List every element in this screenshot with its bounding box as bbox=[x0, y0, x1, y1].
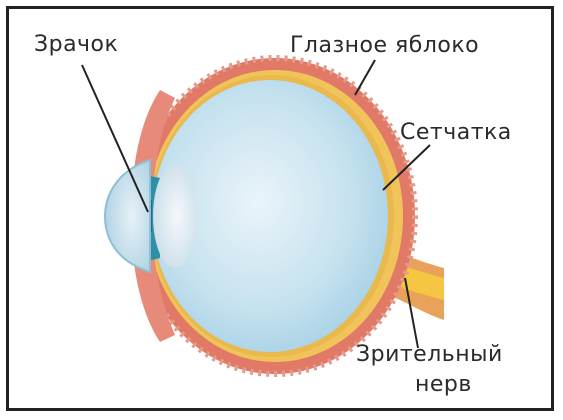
eyeball-leader-line bbox=[355, 60, 375, 95]
label-eyeball: Глазное яблоко bbox=[290, 33, 479, 58]
lens bbox=[153, 164, 197, 268]
cornea bbox=[105, 160, 150, 272]
label-pupil: Зрачок bbox=[34, 32, 118, 57]
label-optic-nerve-line1: Зрительный bbox=[356, 342, 503, 367]
label-optic-nerve-line2: нерв bbox=[415, 372, 472, 397]
label-retina: Сетчатка bbox=[400, 120, 512, 145]
